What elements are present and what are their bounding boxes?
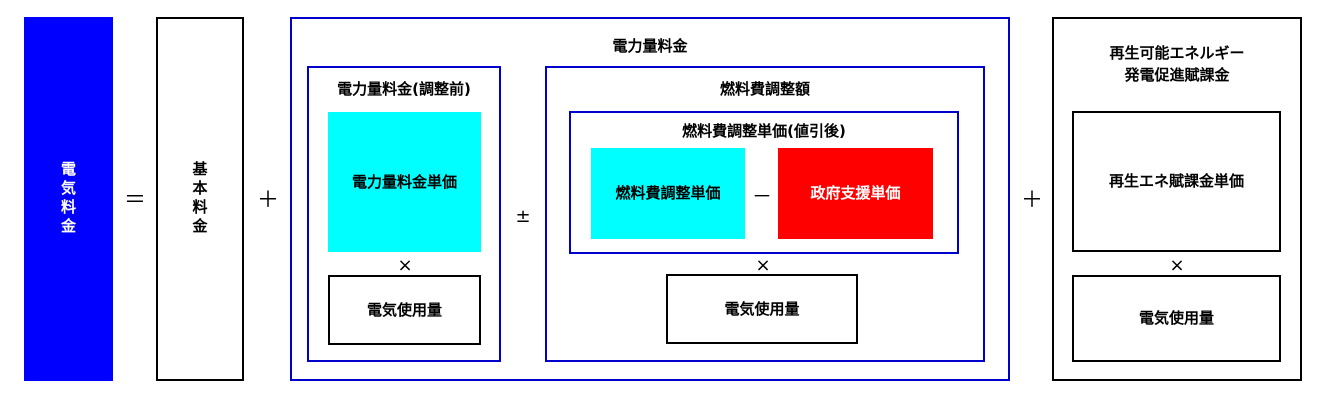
energy-charge-before-box	[307, 66, 501, 362]
electricity-fee-box: 電気料金	[24, 17, 113, 381]
electricity-fee-label: 電気料金	[59, 161, 77, 237]
basic-fee-label: 基本料金	[190, 161, 209, 237]
energy-charge-box	[290, 17, 1010, 381]
usage-label-2: 電気使用量	[724, 299, 800, 318]
minus-operator: －	[752, 183, 772, 208]
fuel-adjustment-title: 燃料費調整額	[719, 79, 810, 98]
fuel-adjustment-discounted-title: 燃料費調整単価(値引後)	[682, 121, 846, 140]
renewable-surcharge-title-line1: 再生可能エネルギー	[1109, 43, 1245, 62]
usage-box-3: 電気使用量	[1072, 275, 1281, 362]
fuel-adjustment-box	[545, 66, 985, 362]
renewable-unit-price-label: 再生エネ賦課金単価	[1108, 172, 1244, 191]
fuel-adjustment-unit-price-box: 燃料費調整単価	[591, 148, 745, 239]
plus-operator-2: ＋	[1020, 188, 1043, 213]
energy-charge-title: 電力量料金	[612, 36, 688, 55]
renewable-unit-price-box: 再生エネ賦課金単価	[1072, 111, 1281, 252]
usage-box-1: 電気使用量	[328, 275, 481, 345]
gov-support-unit-price-box: 政府支援単価	[778, 148, 933, 239]
energy-charge-unit-price-label: 電力量料金単価	[351, 172, 457, 191]
renewable-surcharge-title: 再生可能エネルギー 発電促進賦課金	[1052, 38, 1302, 90]
gov-support-unit-price-label: 政府支援単価	[810, 184, 901, 203]
fuel-adjustment-unit-price-label: 燃料費調整単価	[615, 184, 721, 203]
renewable-surcharge-title-line2: 発電促進賦課金	[1124, 66, 1230, 84]
usage-label-3: 電気使用量	[1138, 309, 1214, 328]
usage-box-2: 電気使用量	[666, 274, 858, 344]
energy-charge-before-title: 電力量料金(調整前)	[337, 79, 471, 98]
renewable-surcharge-box	[1052, 17, 1302, 381]
fuel-adjustment-discounted-box	[569, 111, 959, 254]
usage-label-1: 電気使用量	[366, 300, 442, 319]
times-operator-1: ×	[397, 254, 413, 276]
times-operator-3: ×	[1169, 254, 1185, 276]
energy-charge-unit-price-box: 電力量料金単価	[328, 112, 481, 252]
equals-operator: ＝	[123, 188, 146, 213]
basic-fee-box: 基本料金	[156, 17, 244, 381]
times-operator-2: ×	[755, 254, 771, 276]
plus-minus-operator: ±	[515, 205, 531, 227]
plus-operator-1: ＋	[256, 188, 279, 213]
